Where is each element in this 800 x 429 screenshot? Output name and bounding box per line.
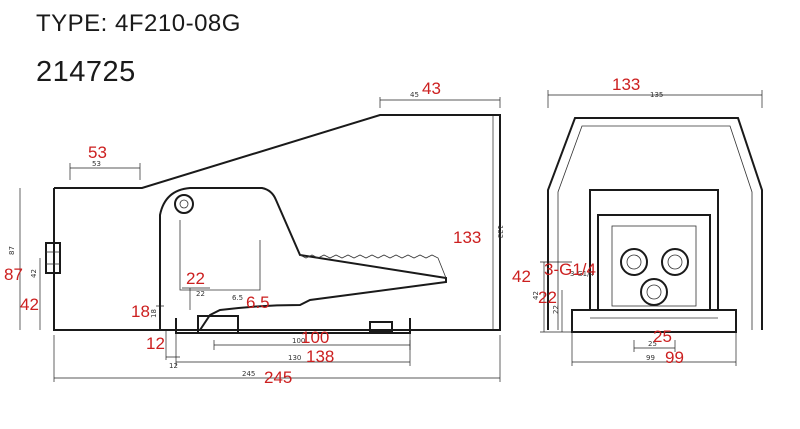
pedal-inner-line (179, 220, 261, 291)
dim-line-pivot (182, 287, 210, 310)
dim-end-port-height: 42 (512, 267, 531, 286)
valve-manifold (597, 214, 711, 311)
small-dim-hole-spacing: 100 (292, 337, 305, 345)
port-inner-right (667, 254, 683, 270)
end-view: 135 42 3-G1/4 22 25 99 133 42 3-G1/4 22 … (512, 75, 763, 367)
small-dim-end-port-thread: 3-G1/4 (570, 270, 594, 278)
dim-port-height: 87 (4, 265, 23, 284)
type-title: TYPE: 4F210-08G (36, 10, 241, 37)
small-dim-base-length: 130 (288, 354, 301, 362)
dim-end-base-width: 99 (665, 348, 684, 367)
dim-hole-spacing: 100 (301, 328, 329, 347)
small-dim-slot-height: 18 (150, 309, 158, 318)
side-housing-outline (53, 114, 501, 331)
dim-port-offset: 42 (20, 295, 39, 314)
side-air-port (45, 242, 61, 274)
dim-slot-width: 6.5 (246, 293, 270, 312)
end-cover-outline (547, 117, 763, 330)
dim-line-end-base-width (571, 332, 737, 366)
small-dim-end-width: 135 (650, 91, 663, 99)
dim-slot-height: 18 (131, 302, 150, 321)
port-inner-left (626, 254, 642, 270)
small-dim-end-base-width: 99 (646, 354, 655, 362)
dim-line-thickness (165, 330, 180, 360)
base-foot-right (369, 321, 393, 333)
side-base-plate (175, 318, 411, 334)
base-foot-left (197, 315, 239, 334)
dim-line-base-length (175, 333, 411, 366)
small-dim-slot-width: 6.5 (232, 294, 243, 302)
small-dim-port-offset: 42 (30, 269, 38, 278)
dim-line-end-port-height (540, 261, 572, 333)
small-dim-end-port-height: 42 (532, 291, 540, 300)
dim-line-overall-length (53, 335, 501, 382)
hinge-pin-center (179, 199, 189, 209)
dim-line-top-right (379, 97, 501, 108)
small-dim-end-port-offset: 22 (552, 305, 560, 314)
side-view: 45 53 133 87 42 22 6.5 18 12 100 130 245… (4, 79, 504, 387)
small-dim-top-right: 45 (410, 91, 419, 99)
dim-base-thickness: 12 (146, 334, 165, 353)
dim-base-length: 138 (306, 347, 334, 366)
dim-overall-height: 133 (453, 228, 481, 247)
small-dim-overall-length: 245 (242, 370, 255, 378)
part-number: 214725 (36, 56, 136, 88)
valve-body (589, 189, 719, 311)
small-dim-pivot: 22 (196, 290, 205, 298)
small-dim-port-height: 87 (8, 246, 16, 255)
dim-end-port-thread: 3-G1/4 (544, 260, 596, 279)
hinge-pin (174, 194, 194, 214)
valve-face (611, 225, 697, 307)
small-dim-height: 133 (496, 225, 504, 238)
end-cover-inner (557, 125, 753, 330)
port-circle-bottom (640, 278, 668, 306)
dim-line-end-width (547, 90, 763, 108)
dim-line-left-step (69, 163, 141, 180)
end-base-plate (571, 309, 737, 333)
port-circle-left (620, 248, 648, 276)
dim-line-slot-height (156, 305, 164, 330)
dim-line-end-hole-spacing (633, 340, 676, 352)
dim-line-height (492, 114, 500, 330)
side-hinge-bracket (159, 187, 447, 331)
pedal-serrations (299, 254, 447, 279)
small-dim-left-step: 53 (92, 160, 101, 168)
small-dim-thickness: 12 (169, 362, 178, 370)
dim-end-overall-width: 133 (612, 75, 640, 94)
dim-pivot-offset: 22 (186, 269, 205, 288)
dim-overall-length: 245 (264, 368, 292, 387)
small-dim-end-hole-spacing: 25 (648, 340, 657, 348)
dim-left-step: 53 (88, 143, 107, 162)
port-inner-bottom (646, 284, 662, 300)
dim-end-hole-spacing: 25 (653, 327, 672, 346)
dim-top-right-width: 43 (422, 79, 441, 98)
port-circle-right (661, 248, 689, 276)
dim-end-port-offset: 22 (538, 288, 557, 307)
